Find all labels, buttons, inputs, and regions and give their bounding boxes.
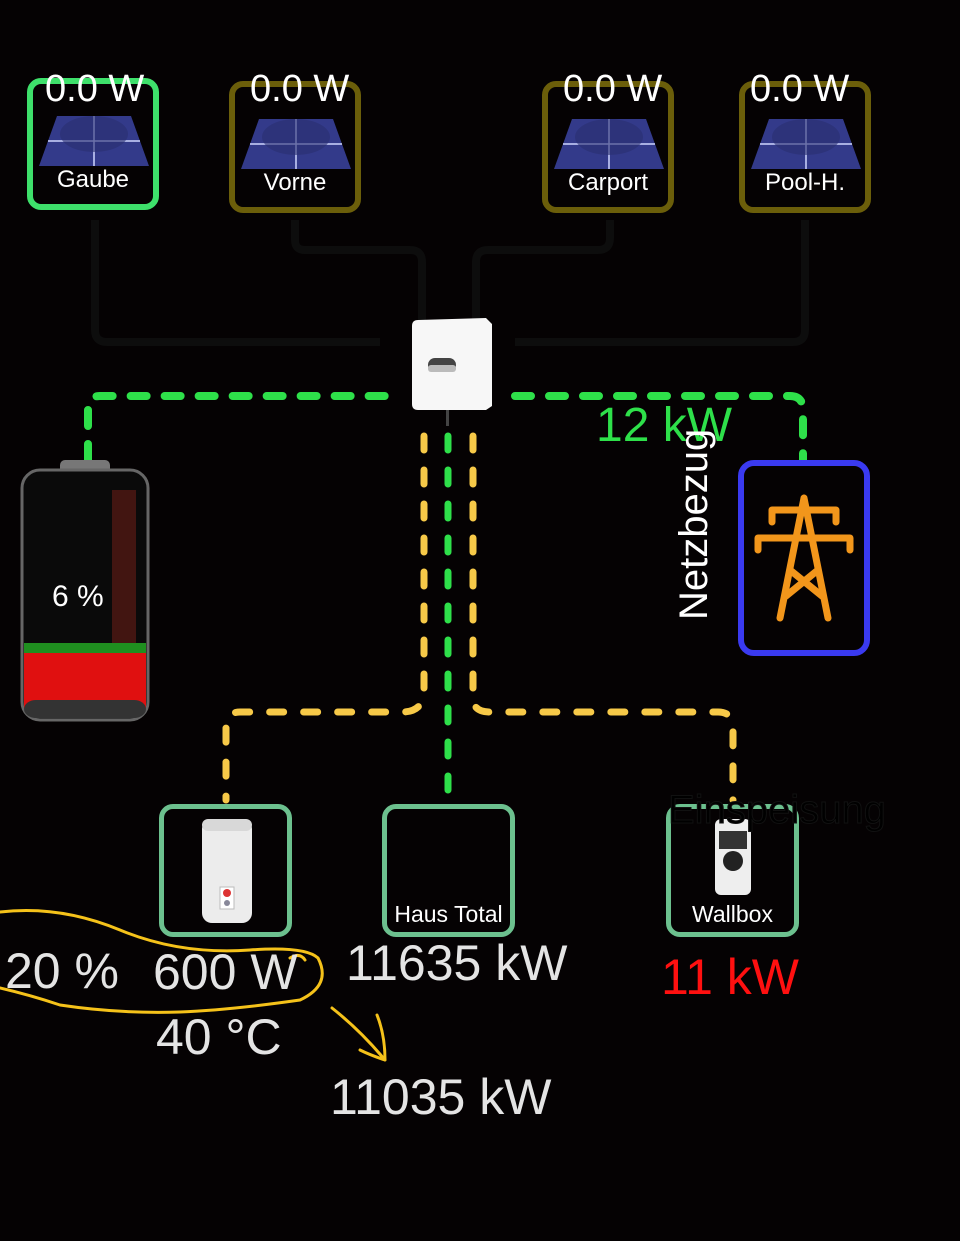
power-tower-icon	[754, 494, 854, 622]
pv-power-vorne: 0.0 W	[250, 68, 350, 110]
consumer-house[interactable]: Haus Total	[382, 804, 515, 937]
pv-string-vorne[interactable]: Vorne	[229, 81, 361, 213]
pv-power-gaube: 0.0 W	[45, 68, 145, 110]
water-heater-icon	[202, 819, 252, 923]
grid-connection[interactable]	[738, 460, 870, 656]
consumer-wallbox[interactable]: Wallbox	[666, 804, 799, 937]
annotation-scribble	[0, 909, 387, 1062]
battery-icon	[20, 460, 150, 722]
wallbox-label: Wallbox	[692, 901, 773, 927]
grid-label: Netzbezug	[672, 428, 716, 620]
feed-in-label: Einspeisung	[668, 788, 887, 833]
grid-power: 12 kW	[596, 399, 733, 452]
wallbox-power: 11 kW	[661, 949, 799, 1005]
solar-panel-icon	[39, 116, 149, 166]
flow-battery-inverter	[84, 392, 389, 464]
flow-inverter-heater	[222, 432, 428, 804]
wallbox-icon	[715, 819, 751, 895]
solar-panel-icon	[554, 119, 664, 169]
solar-panel-icon	[751, 119, 861, 169]
heater-power: 600 W	[153, 944, 298, 1000]
pv-power-pool: 0.0 W	[750, 68, 850, 110]
consumer-water-heater[interactable]	[159, 804, 292, 937]
heater-percent: 20 %	[5, 943, 119, 999]
heater-temperature: 40 °C	[156, 1009, 282, 1065]
pv-name: Carport	[567, 169, 649, 196]
house-power: 11635 kW	[346, 935, 568, 991]
flow-grid-inverter	[511, 392, 807, 464]
pv-string-carport[interactable]: Carport	[542, 81, 674, 213]
battery[interactable]: 6 %	[20, 460, 150, 722]
house-label: Haus Total	[394, 901, 503, 927]
inverter-icon	[412, 318, 492, 426]
solar-panel-icon	[241, 119, 351, 169]
pv-power-carport: 0.0 W	[563, 68, 663, 110]
pv-name: Vorne	[263, 169, 327, 196]
pv-name: Pool-H.	[764, 169, 846, 196]
inverter[interactable]	[406, 318, 492, 426]
pv-string-gaube[interactable]: Gaube	[27, 78, 159, 210]
pv-string-pool[interactable]: Pool-H.	[739, 81, 871, 213]
pv-wiring	[91, 220, 809, 346]
pv-name: Gaube	[56, 166, 130, 193]
annotation-result: 11035 kW	[330, 1069, 552, 1125]
battery-soc: 6 %	[52, 580, 104, 613]
